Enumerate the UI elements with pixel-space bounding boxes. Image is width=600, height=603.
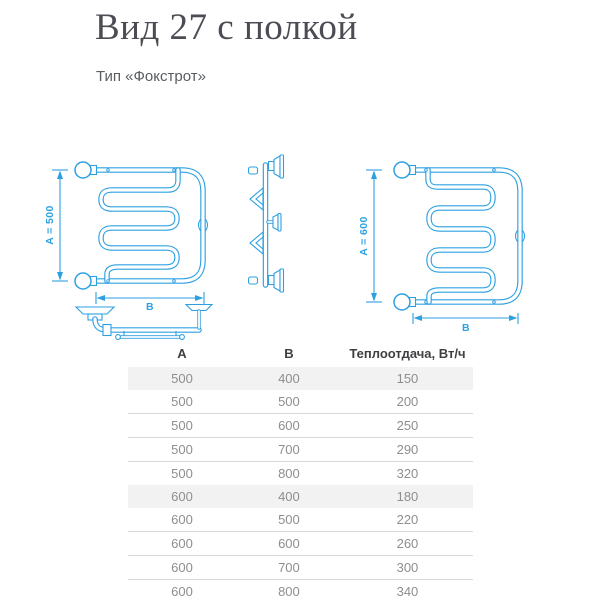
table-cell: 600 [128,485,236,508]
table-cell: 250 [342,414,473,438]
column-header-b: В [236,340,342,367]
table-cell: 500 [236,390,342,414]
wall-flange [76,307,114,314]
outer-pipe [417,170,520,302]
serpentine-coil [101,170,178,281]
table-cell: 800 [236,462,342,486]
dim-a600-label: A = 600 [358,216,370,255]
shelf-bracket-middle [268,214,281,232]
table-cell: 500 [128,367,236,390]
fitting-knob [249,167,258,174]
dimension-a600: A = 600 [358,170,382,302]
ring-fitting [394,162,410,178]
table-cell: 600 [128,580,236,603]
technical-drawings: A = 500 B [30,140,575,350]
table-cell: 400 [236,485,342,508]
table-cell: 400 [236,367,342,390]
table-cell: 700 [236,556,342,580]
table-cell: 500 [236,508,342,532]
product-type-subtitle: Тип «Фокстрот» [96,68,206,85]
shelf-top-view [76,305,212,340]
table-cell: 290 [342,438,473,462]
table-cell: 600 [128,556,236,580]
dimension-b500: B [96,292,204,313]
table-cell: 500 [128,414,236,438]
table-cell: 500 [128,438,236,462]
table-cell: 700 [236,438,342,462]
dimension-a500: A = 500 [44,170,68,281]
table-header-row: А В Теплоотдача, Вт/ч [128,340,473,367]
ring-fitting [75,162,91,178]
table-cell: 500 [128,462,236,486]
wall-bracket-bottom [269,269,284,292]
dim-a500-label: A = 500 [44,205,56,244]
wall-bracket-top [269,155,284,178]
dim-b600-label: B [462,322,470,334]
side-view-drawing [249,155,284,292]
serpentine-coil [428,170,493,302]
table-cell: 180 [342,485,473,508]
shelf-bar-knob [180,335,185,340]
table-cell: 300 [342,556,473,580]
table-cell: 260 [342,532,473,556]
shelf-bar-knob [116,335,121,340]
column-header-a: А [128,340,236,367]
ring-fitting [75,273,91,289]
table-cell: 600 [128,508,236,532]
table-cell: 320 [342,462,473,486]
table-cell: 800 [236,580,342,603]
table-cell: 600 [128,532,236,556]
table-cell: 220 [342,508,473,532]
table-cell: 200 [342,390,473,414]
table-cell: 150 [342,367,473,390]
table-cell: 340 [342,580,473,603]
fitting-knob [249,277,258,284]
page-title: Вид 27 с полкой [95,6,358,49]
dimension-b600: B [413,313,518,334]
dim-b500-label: B [146,301,154,313]
table-cell: 600 [236,414,342,438]
rail-coupling-nut [103,325,111,336]
front-view-a600-drawing: A = 600 B [358,162,525,334]
column-header-heat-output: Теплоотдача, Вт/ч [342,340,473,367]
table-cell: 600 [236,532,342,556]
front-view-a500-drawing: A = 500 B [44,162,212,339]
ring-fitting [394,294,410,310]
table-cell: 500 [128,390,236,414]
